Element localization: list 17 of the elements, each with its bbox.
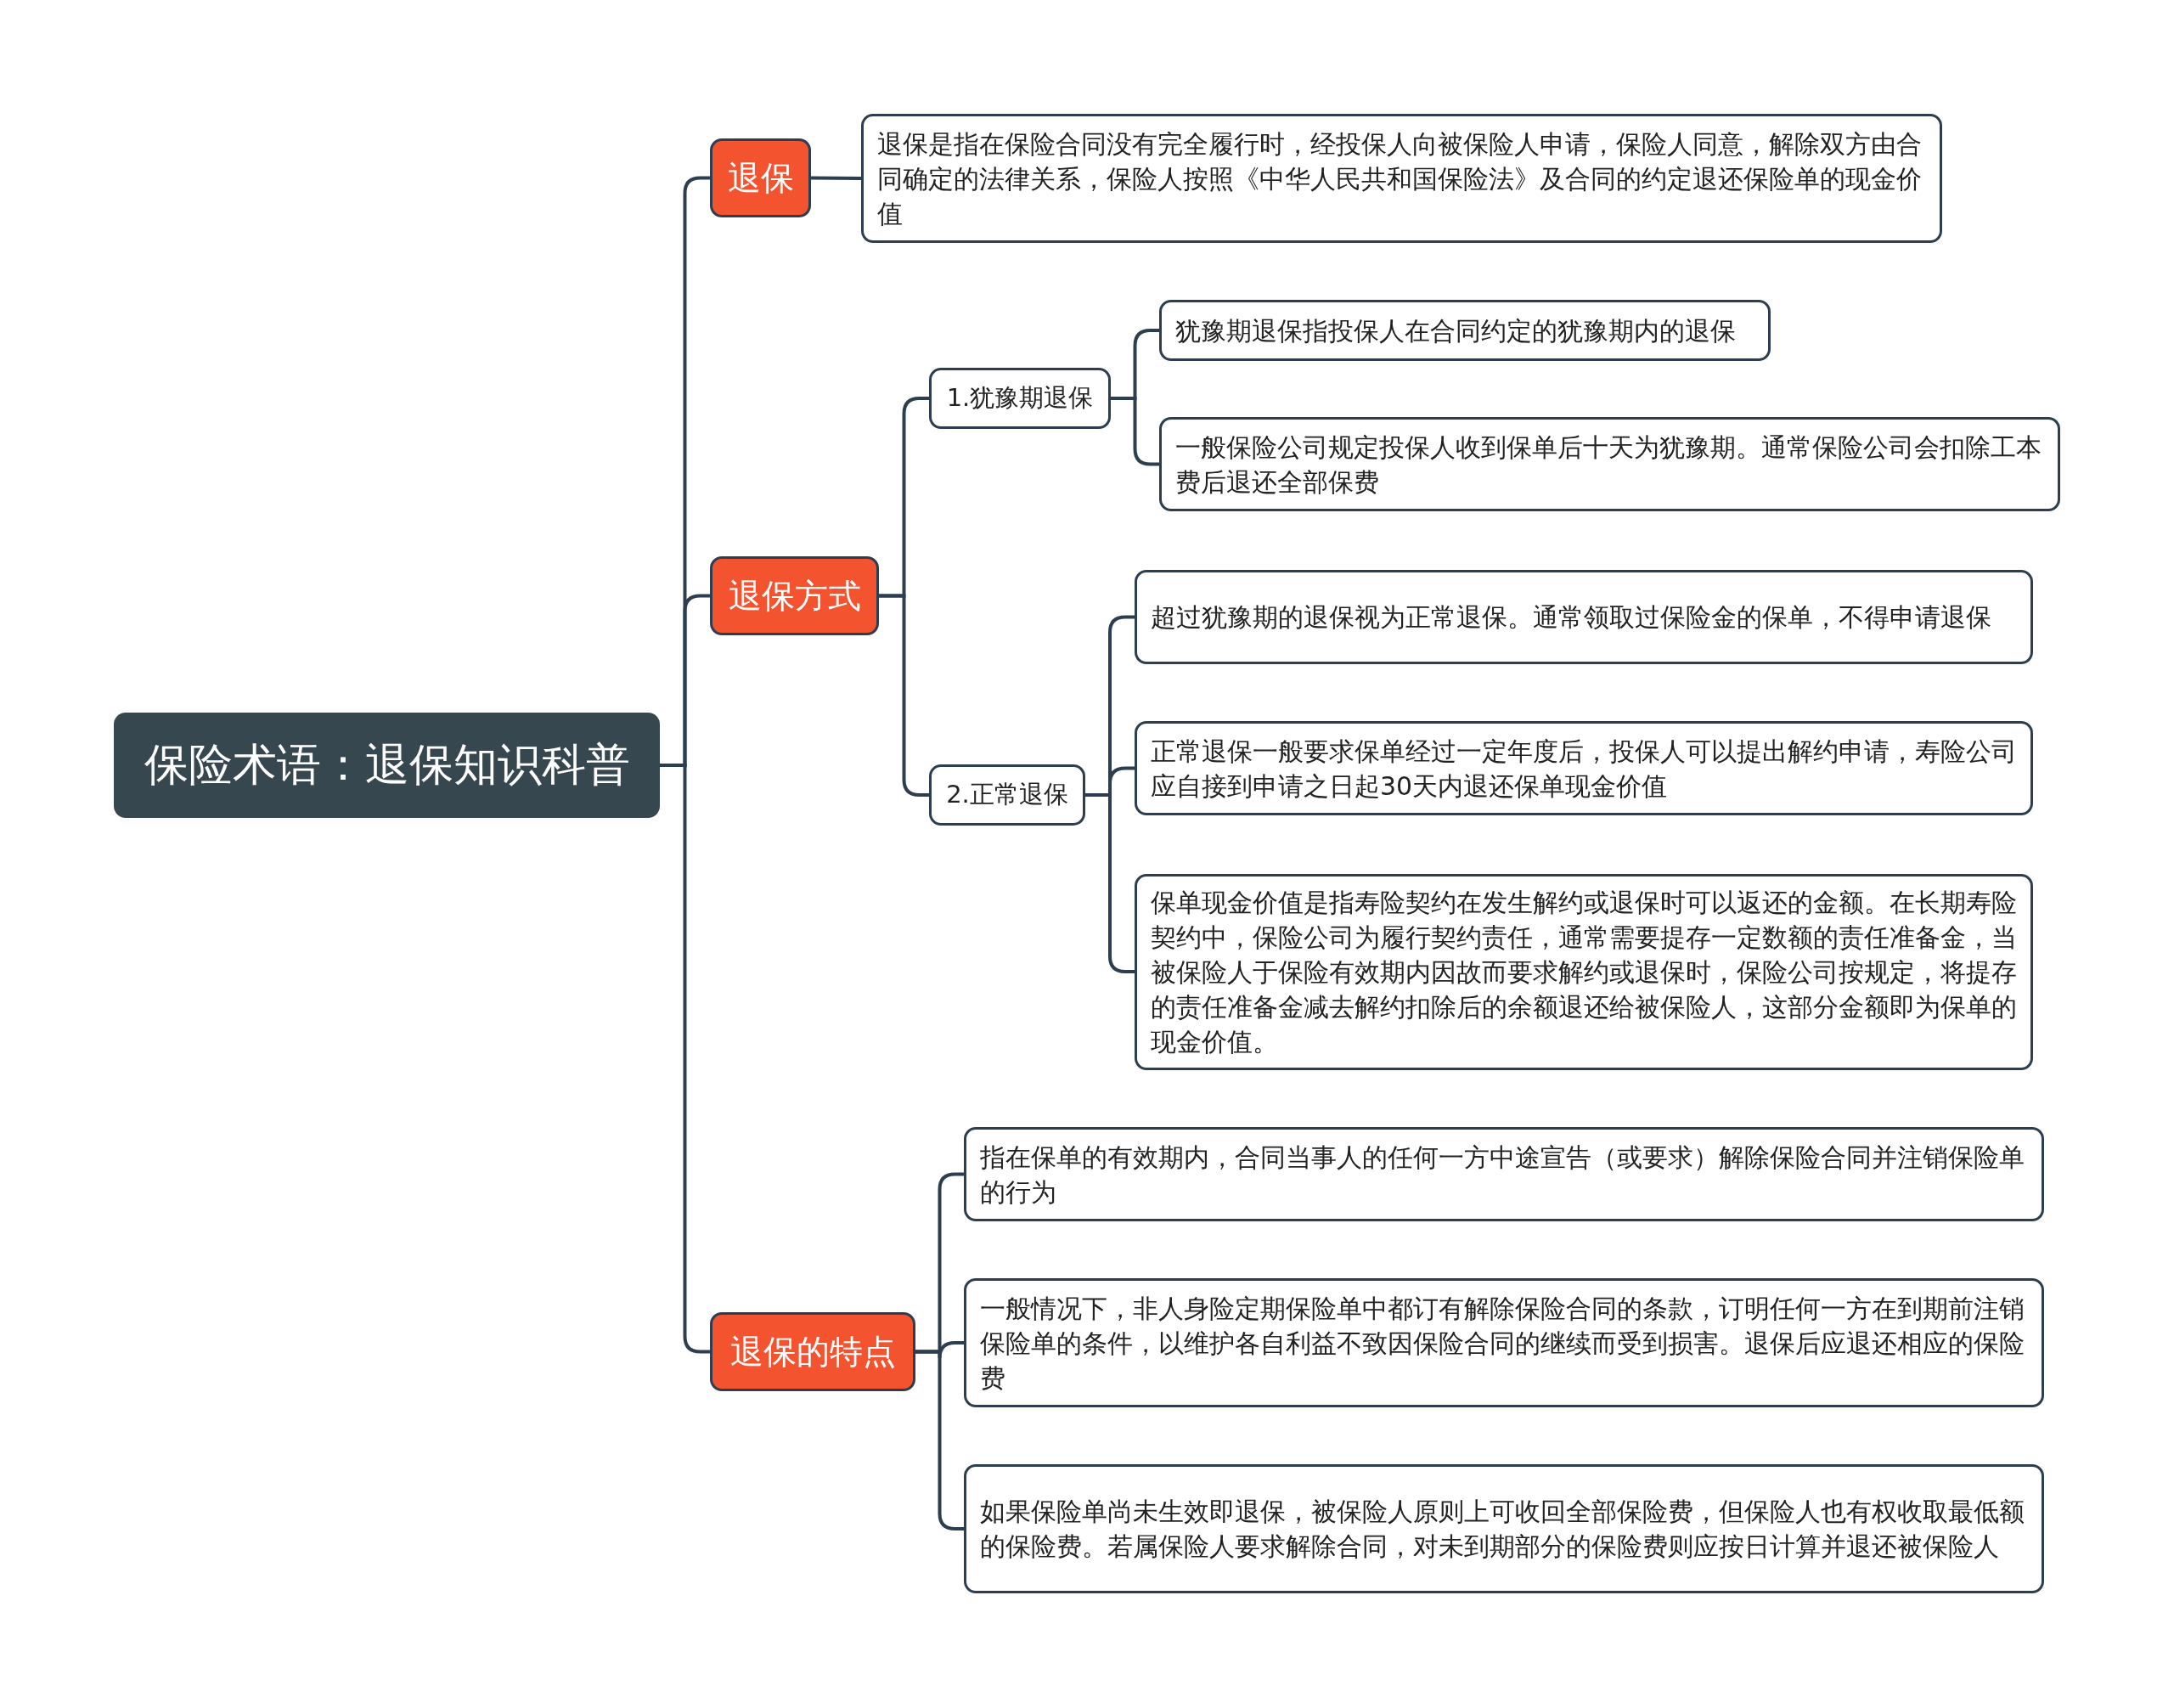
subtopic-box: 1.犹豫期退保 (929, 368, 1111, 429)
text-box: 犹豫期退保指投保人在合同约定的犹豫期内的退保 (1159, 300, 1771, 361)
connector-line (810, 176, 861, 180)
subtopic-box: 2.正常退保 (929, 764, 1085, 826)
title-box: 保险术语：退保知识科普 (114, 713, 660, 818)
connector-line (915, 1350, 964, 1530)
topic-box: 退保 (710, 138, 811, 217)
text-box: 超过犹豫期的退保视为正常退保。通常领取过保险金的保单，不得申请退保 (1135, 570, 2033, 664)
text-box: 一般保险公司规定投保人收到保单后十天为犹豫期。通常保险公司会扣除工本费后退还全部保费 (1159, 417, 2060, 511)
text-box: 保单现金价值是指寿险契约在发生解约或退保时可以返还的金额。在长期寿险契约中，保险公司为履行契约责任，通常需要提存一定数额的责任准备金，当被保险人于保险有效期内因故而要求解约或退保时，保险公司按规定，将提存的责任准备金减去解约扣除后的余额退还给被保险人，这部分金额即为保单的现金价值。 (1135, 874, 2033, 1070)
text-box: 指在保单的有效期内，合同当事人的任何一方中途宣告（或要求）解除保险合同并注销保险单的行为 (964, 1127, 2044, 1221)
topic-box: 退保方式 (710, 556, 879, 635)
text-box: 退保是指在保险合同没有完全履行时，经投保人向被保险人申请，保险人同意，解除双方由合同确定的法律关系，保险人按照《中华人民共和国保险法》及合同的约定退还保险单的现金价值 (861, 114, 1942, 243)
text-box: 正常退保一般要求保单经过一定年度后，投保人可以提出解约申请，寿险公司应自接到申请之日起30天内退还保单现金价值 (1135, 721, 2033, 815)
text-box: 如果保险单尚未生效即退保，被保险人原则上可收回全部保险费，但保险人也有权收取最低额的保险费。若属保险人要求解除合同，对未到期部分的保险费则应按日计算并退还被保险人 (964, 1464, 2044, 1593)
text-box: 一般情况下，非人身险定期保险单中都订有解除保险合同的条款，订明任何一方在到期前注销保险单的条件，以维护各自利益不致因保险合同的继续而受到损害。退保后应退还相应的保险费 (964, 1278, 2044, 1407)
topic-box: 退保的特点 (710, 1312, 915, 1391)
